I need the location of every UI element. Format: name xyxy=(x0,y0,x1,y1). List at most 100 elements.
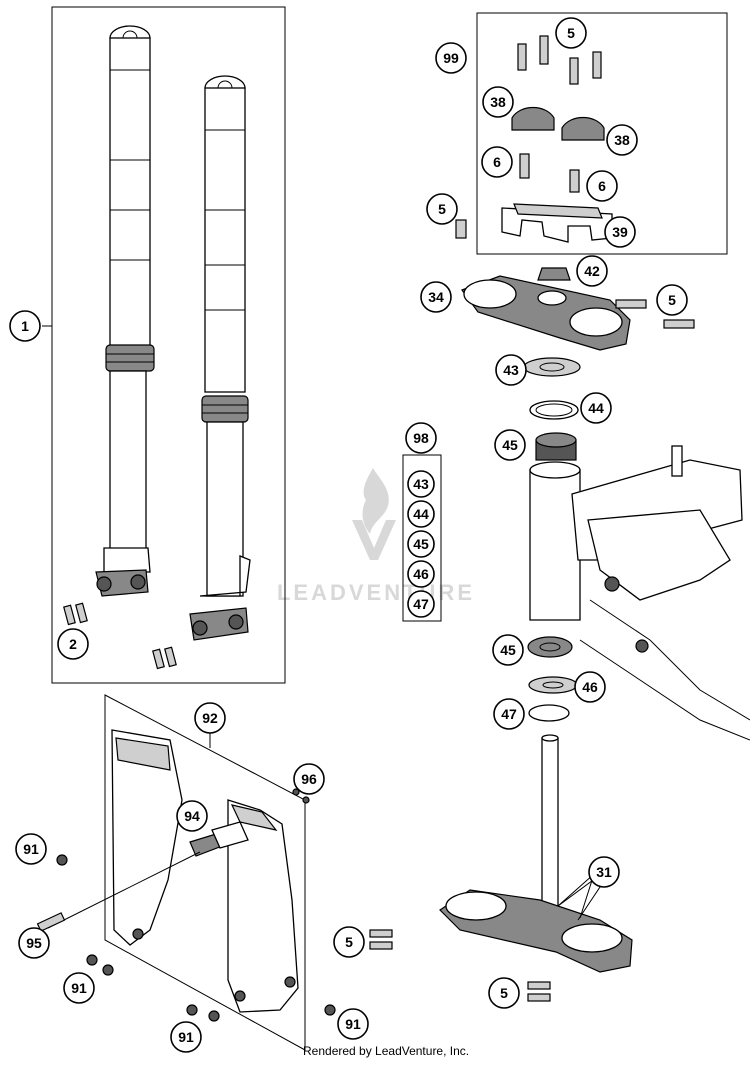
lower-o-ring xyxy=(528,704,570,722)
svg-text:46: 46 xyxy=(413,566,429,582)
callout-2: 2 xyxy=(57,628,89,660)
washer xyxy=(292,788,300,796)
svg-text:1: 1 xyxy=(21,318,29,334)
handlebar-clamp-screws xyxy=(517,35,602,193)
svg-text:95: 95 xyxy=(26,935,42,951)
svg-text:46: 46 xyxy=(582,679,598,695)
upper-bearing xyxy=(535,432,577,461)
callout-42: 42 xyxy=(576,255,608,287)
kit-98-frame xyxy=(402,454,442,622)
callout-91: 91 xyxy=(63,972,95,1004)
callout-5: 5 xyxy=(488,977,520,1009)
callout-39: 39 xyxy=(604,216,636,248)
guard-screw xyxy=(56,854,68,866)
guard-screw xyxy=(208,1010,220,1022)
svg-text:43: 43 xyxy=(413,476,429,492)
callout-92: 92 xyxy=(194,702,226,734)
callout-5: 5 xyxy=(555,17,587,49)
right-fork-guard xyxy=(227,799,299,1013)
svg-text:38: 38 xyxy=(490,94,506,110)
leadventure-watermark: LEADVENTURE xyxy=(277,468,475,605)
top-clamp-screw xyxy=(455,219,467,239)
guard-screw xyxy=(102,964,114,976)
svg-text:91: 91 xyxy=(71,980,87,996)
lower-handlebar-mount xyxy=(501,203,613,243)
svg-text:94: 94 xyxy=(184,808,200,824)
clamp-bolt xyxy=(663,319,695,329)
callout-6: 6 xyxy=(586,170,618,202)
frame-section xyxy=(529,445,750,741)
svg-text:31: 31 xyxy=(596,864,612,880)
callout-91: 91 xyxy=(337,1008,369,1040)
callout-1: 1 xyxy=(9,310,41,342)
callout-44: 44 xyxy=(580,392,612,424)
left-fork-guard xyxy=(111,729,183,946)
v-logo-icon xyxy=(352,520,396,560)
render-credit: Rendered by LeadVenture, Inc. xyxy=(303,1044,470,1058)
svg-text:39: 39 xyxy=(612,224,628,240)
svg-text:6: 6 xyxy=(493,154,501,170)
callout-5: 5 xyxy=(426,193,458,225)
callout-91: 91 xyxy=(15,833,47,865)
fork-group-frame xyxy=(51,6,286,684)
left-fork-leg xyxy=(95,25,155,597)
svg-text:96: 96 xyxy=(301,771,317,787)
lower-dust-seal xyxy=(528,676,578,694)
axle-clamp-screws xyxy=(63,602,177,670)
svg-text:5: 5 xyxy=(567,25,575,41)
svg-text:43: 43 xyxy=(503,362,519,378)
long-bolt xyxy=(36,912,66,932)
svg-text:91: 91 xyxy=(345,1016,361,1032)
guard-clamp xyxy=(189,821,249,857)
long-bolt-leader xyxy=(47,851,201,929)
watermark-text: LEADVENTURE xyxy=(277,580,475,605)
upper-triple-clamp xyxy=(461,267,695,351)
callout-5: 5 xyxy=(333,926,365,958)
callout-45: 45 xyxy=(494,429,526,461)
callout-6: 6 xyxy=(481,146,513,178)
lower-clamp-bolts xyxy=(369,929,551,1002)
svg-text:91: 91 xyxy=(23,841,39,857)
svg-text:2: 2 xyxy=(69,636,77,652)
svg-text:91: 91 xyxy=(178,1029,194,1045)
svg-text:5: 5 xyxy=(345,934,353,950)
callout-46: 46 xyxy=(574,671,606,703)
svg-text:92: 92 xyxy=(202,710,218,726)
svg-text:38: 38 xyxy=(614,132,630,148)
svg-text:45: 45 xyxy=(502,437,518,453)
upper-handlebar-clamps xyxy=(511,106,605,141)
callout-96: 96 xyxy=(293,763,325,795)
svg-text:98: 98 xyxy=(413,430,429,446)
flame-logo-icon xyxy=(362,468,389,534)
washer xyxy=(302,796,310,804)
svg-text:44: 44 xyxy=(413,506,429,522)
svg-text:47: 47 xyxy=(413,596,429,612)
svg-text:47: 47 xyxy=(501,706,517,722)
callout-94: 94 xyxy=(176,800,208,832)
kit-98-item-43: 43 xyxy=(407,470,435,498)
callout-99: 99 xyxy=(435,42,467,74)
svg-text:42: 42 xyxy=(584,263,600,279)
callout-98: 98 xyxy=(405,422,437,454)
svg-text:45: 45 xyxy=(413,536,429,552)
callout-91: 91 xyxy=(170,1021,202,1053)
svg-text:6: 6 xyxy=(598,178,606,194)
svg-text:99: 99 xyxy=(443,50,459,66)
guard-screw xyxy=(186,1004,198,1016)
callout-45: 45 xyxy=(492,634,524,666)
callout-43: 43 xyxy=(495,354,527,386)
guard-screw xyxy=(324,1004,336,1016)
right-fork-leg xyxy=(189,75,251,641)
svg-text:45: 45 xyxy=(500,642,516,658)
callout-95: 95 xyxy=(18,927,50,959)
callout-38: 38 xyxy=(606,124,638,156)
lower-triple-clamp xyxy=(439,734,633,973)
guard-screw xyxy=(86,954,98,966)
callout-31: 31 xyxy=(588,856,620,888)
callout-34: 34 xyxy=(420,281,452,313)
svg-text:5: 5 xyxy=(438,201,446,217)
svg-text:34: 34 xyxy=(428,289,444,305)
svg-text:5: 5 xyxy=(668,292,676,308)
callout-38: 38 xyxy=(482,86,514,118)
